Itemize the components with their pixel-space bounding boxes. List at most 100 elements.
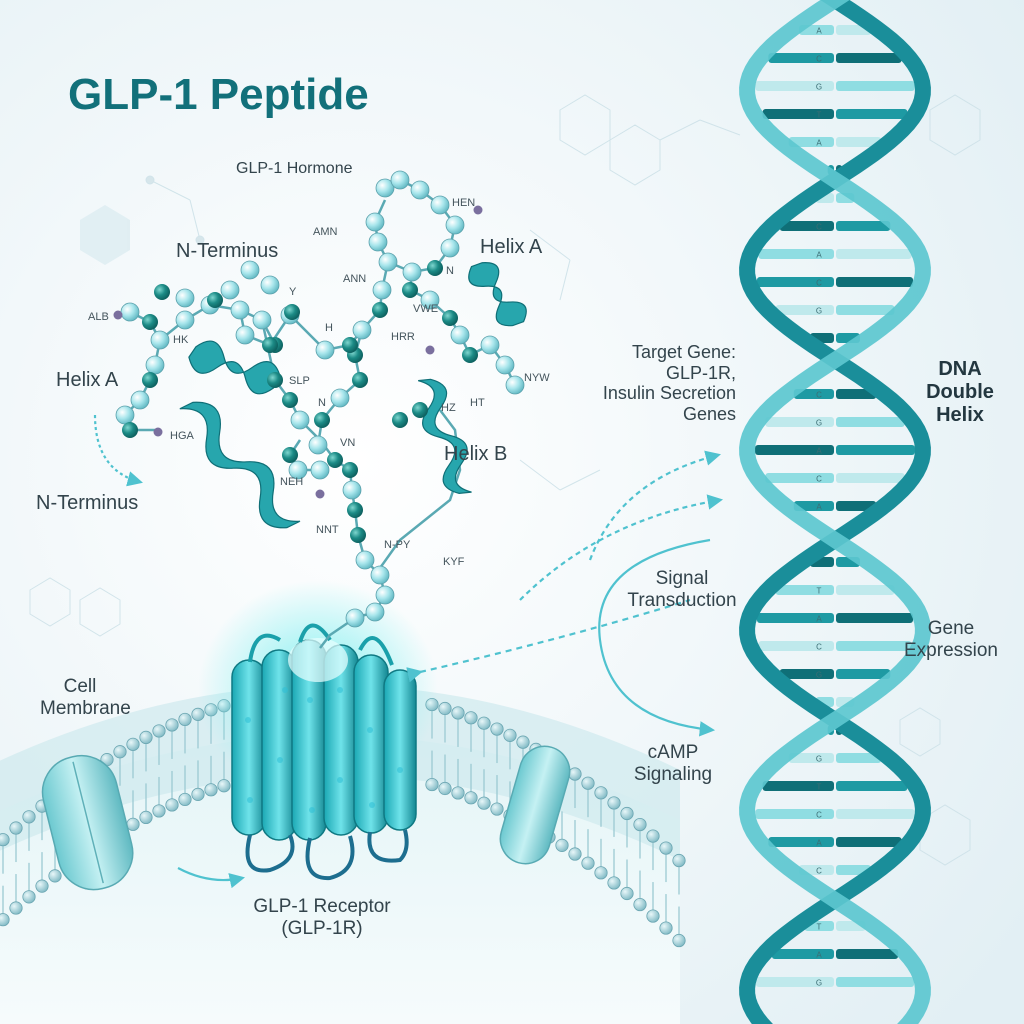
atom bbox=[505, 375, 525, 395]
base-pair bbox=[836, 109, 908, 119]
atom bbox=[392, 412, 408, 428]
lipid-head bbox=[490, 722, 504, 736]
atom bbox=[342, 462, 358, 478]
atom bbox=[462, 347, 478, 363]
lipid-head bbox=[438, 701, 452, 716]
residue-label: AMN bbox=[313, 226, 338, 238]
lipid-head bbox=[659, 921, 673, 935]
atom bbox=[314, 412, 330, 428]
atom bbox=[288, 460, 308, 480]
lipid-head bbox=[152, 804, 166, 818]
base-letter: C bbox=[816, 391, 822, 400]
lipid-head bbox=[22, 810, 36, 824]
lipid-head bbox=[0, 833, 10, 847]
atom bbox=[473, 205, 483, 215]
atom bbox=[378, 252, 398, 272]
atom bbox=[282, 447, 298, 463]
atom bbox=[267, 372, 283, 388]
base-pair bbox=[836, 949, 899, 959]
lipid-head bbox=[126, 817, 140, 831]
atom bbox=[410, 180, 430, 200]
base-letter: A bbox=[816, 951, 822, 960]
atom bbox=[130, 390, 150, 410]
dna-label-line2: Double bbox=[926, 381, 994, 403]
base-pair bbox=[765, 417, 834, 427]
base-pair bbox=[768, 837, 834, 847]
base-letter: C bbox=[816, 223, 822, 232]
base-pair bbox=[836, 53, 902, 63]
base-pair bbox=[836, 781, 908, 791]
base-pair bbox=[836, 473, 905, 483]
atom bbox=[284, 304, 300, 320]
atom bbox=[355, 550, 375, 570]
lipid-head bbox=[126, 737, 140, 751]
atom bbox=[330, 388, 350, 408]
base-pair bbox=[836, 249, 912, 259]
n-terminus-left-label: N-Terminus bbox=[36, 492, 139, 514]
residue-label: H bbox=[325, 322, 333, 334]
base-letter: A bbox=[816, 615, 822, 624]
base-pair bbox=[793, 389, 834, 399]
lipid-head bbox=[0, 913, 10, 927]
residue-label: N-PY bbox=[384, 539, 411, 551]
base-letter: G bbox=[816, 83, 822, 92]
base-letter: A bbox=[816, 139, 822, 148]
lipid-head bbox=[438, 781, 452, 796]
target-gene-label-line1: Target Gene: bbox=[631, 342, 736, 362]
residue-label: N bbox=[446, 265, 454, 277]
atom bbox=[260, 275, 280, 295]
base-letter: A bbox=[816, 251, 822, 260]
base-pair bbox=[758, 249, 834, 259]
atom bbox=[345, 608, 365, 628]
residue-label: HZ bbox=[441, 402, 456, 414]
gene-expression-label: Gene Expression bbox=[896, 618, 1006, 662]
base-letter: C bbox=[816, 867, 822, 876]
atom bbox=[352, 372, 368, 388]
atom bbox=[375, 585, 395, 605]
page-title: GLP-1 Peptide bbox=[68, 70, 369, 119]
base-pair bbox=[836, 669, 891, 679]
base-letter: G bbox=[816, 979, 822, 988]
receptor-label-line1: GLP-1 Receptor bbox=[253, 896, 391, 917]
base-pair bbox=[836, 137, 882, 147]
base-letter: C bbox=[816, 55, 822, 64]
atom bbox=[282, 392, 298, 408]
base-letter: A bbox=[816, 839, 822, 848]
hormone-label: GLP-1 Hormone bbox=[236, 160, 353, 177]
atom bbox=[425, 345, 435, 355]
lipid-head bbox=[672, 853, 686, 868]
base-letter: C bbox=[816, 811, 822, 820]
lipid-head bbox=[152, 724, 166, 738]
base-pair bbox=[779, 221, 834, 231]
base-pair bbox=[836, 389, 877, 399]
residue-label: VWE bbox=[413, 303, 439, 315]
base-letter: T bbox=[817, 923, 822, 932]
lipid-head bbox=[581, 776, 595, 790]
residue-label: SLP bbox=[289, 375, 310, 387]
lipid-head bbox=[646, 829, 660, 843]
base-pair bbox=[755, 809, 834, 819]
base-pair bbox=[793, 501, 834, 511]
lipid-head bbox=[464, 791, 478, 805]
lipid-head bbox=[477, 796, 491, 810]
base-pair bbox=[836, 501, 877, 511]
base-letter: T bbox=[817, 783, 822, 792]
lipid-head bbox=[672, 933, 686, 948]
atom bbox=[480, 335, 500, 355]
atom bbox=[154, 284, 170, 300]
lipid-head bbox=[22, 890, 36, 904]
atom bbox=[252, 310, 272, 330]
base-pair bbox=[788, 137, 834, 147]
residue-label: HGA bbox=[170, 430, 194, 442]
base-pair bbox=[836, 305, 895, 315]
atom bbox=[372, 280, 392, 300]
atom bbox=[120, 302, 140, 322]
base-pair bbox=[836, 221, 891, 231]
base-pair bbox=[836, 585, 895, 595]
lipid-head bbox=[165, 798, 179, 812]
atom bbox=[450, 325, 470, 345]
lipid-head bbox=[581, 856, 595, 870]
residue-label: NEH bbox=[280, 476, 304, 488]
signal-transduction-label-line2: Transduction bbox=[627, 589, 737, 611]
lipid-head bbox=[594, 786, 608, 800]
